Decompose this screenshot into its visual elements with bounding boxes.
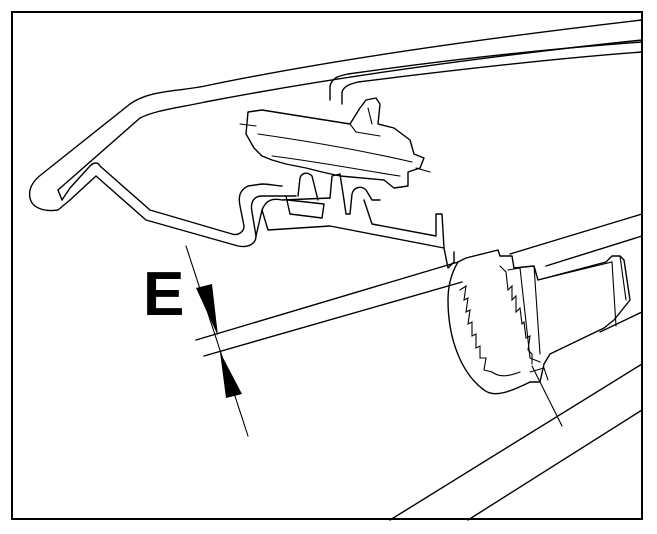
glass-edges (195, 213, 643, 357)
dimension-arrow-top (196, 284, 218, 336)
dimension-label: E (143, 260, 185, 329)
dimension-e-indicator (185, 245, 249, 437)
moulding-clip (239, 97, 431, 189)
glass-holder (447, 249, 631, 395)
body-panel-lines (389, 311, 643, 521)
roof-frame-outline (28, 19, 643, 212)
diagram-frame (11, 11, 643, 520)
dimension-arrow-bottom (220, 352, 242, 398)
seal-profile (61, 162, 455, 269)
